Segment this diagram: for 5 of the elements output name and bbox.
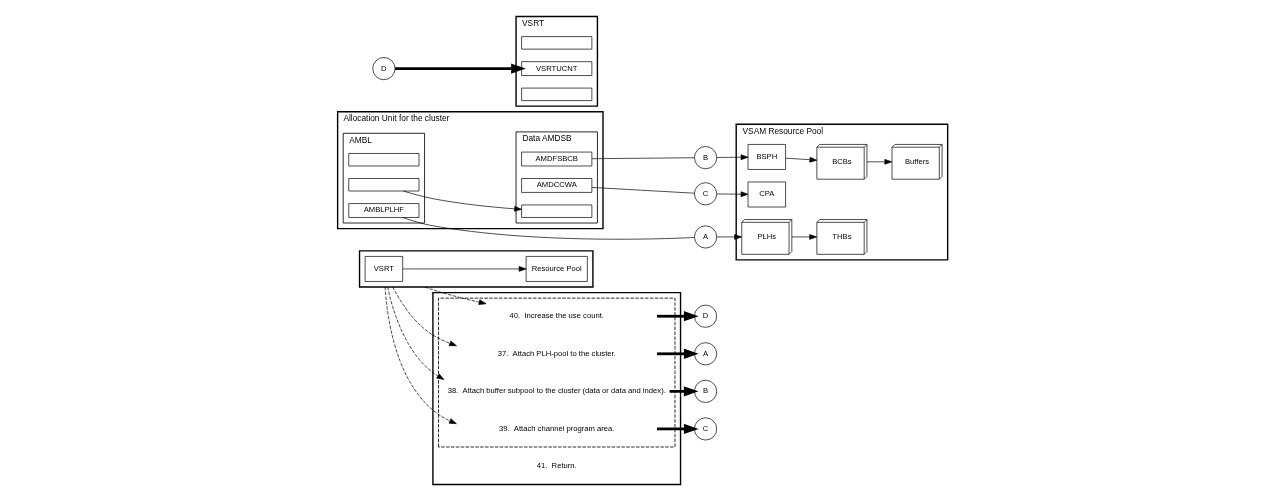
node-text: 40. Increase the use count. xyxy=(509,311,604,321)
node-text: 37. Attach PLH-pool to the cluster. xyxy=(497,348,616,358)
node-text: 41. Return. xyxy=(536,461,577,471)
node-text: 39. Attach channel program area. xyxy=(498,423,615,433)
node-text: 38. Attach buffer subpool to the cluster (data or data and index). xyxy=(447,386,666,396)
